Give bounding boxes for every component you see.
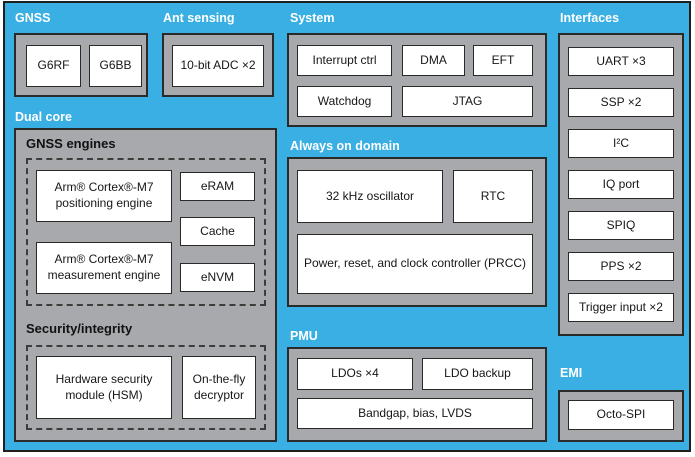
- block-eft: EFT: [473, 45, 533, 76]
- block-i2c: I²C: [568, 129, 674, 158]
- block-watchdog: Watchdog: [297, 86, 392, 117]
- section-label-pmu: PMU: [290, 329, 318, 343]
- section-label-ant-sensing: Ant sensing: [163, 11, 235, 25]
- section-label-dual-core: Dual core: [15, 110, 72, 124]
- block-bandgap-bias-lvds: Bandgap, bias, LVDS: [297, 398, 533, 429]
- block-g6rf: G6RF: [26, 45, 81, 87]
- block-uart: UART ×3: [568, 47, 674, 76]
- block-32khz-oscillator: 32 kHz oscillator: [297, 170, 443, 223]
- block-on-the-fly-decryptor: On-the-fly decryptor: [182, 356, 256, 419]
- block-octo-spi: Octo-SPI: [568, 400, 674, 430]
- section-label-interfaces: Interfaces: [560, 11, 620, 25]
- security-dashed-box: [26, 345, 266, 430]
- block-measurement-engine: Arm® Cortex®-M7 measurement engine: [36, 242, 172, 294]
- block-jtag: JTAG: [402, 86, 533, 117]
- block-envm: eNVM: [180, 263, 255, 292]
- block-pps: PPS ×2: [568, 252, 674, 281]
- block-10bit-adc: 10-bit ADC ×2: [172, 45, 264, 87]
- block-positioning-engine: Arm® Cortex®-M7 positioning engine: [36, 170, 172, 222]
- block-cache: Cache: [180, 217, 255, 246]
- block-interrupt-ctrl: Interrupt ctrl: [297, 45, 392, 76]
- section-label-system: System: [290, 11, 335, 25]
- section-label-gnss: GNSS: [15, 11, 51, 25]
- block-eram: eRAM: [180, 172, 255, 201]
- block-hsm: Hardware security module (HSM): [36, 356, 172, 419]
- section-label-always-on-domain: Always on domain: [290, 139, 400, 153]
- gnss-engines-dashed-box: [26, 158, 266, 306]
- heading-gnss-engines: GNSS engines: [26, 136, 116, 151]
- block-prcc: Power, reset, and clock controller (PRCC…: [297, 234, 533, 294]
- block-ldo-backup: LDO backup: [422, 358, 533, 390]
- section-label-emi: EMI: [560, 366, 583, 380]
- block-ldos: LDOs ×4: [297, 358, 413, 390]
- block-g6bb: G6BB: [89, 45, 142, 87]
- block-trigger-input: Trigger input ×2: [568, 293, 674, 322]
- block-rtc: RTC: [453, 170, 533, 223]
- block-spiq: SPIQ: [568, 211, 674, 240]
- block-dma: DMA: [402, 45, 465, 76]
- heading-security-integrity: Security/integrity: [26, 321, 133, 336]
- block-iq-port: IQ port: [568, 170, 674, 199]
- block-ssp: SSP ×2: [568, 88, 674, 117]
